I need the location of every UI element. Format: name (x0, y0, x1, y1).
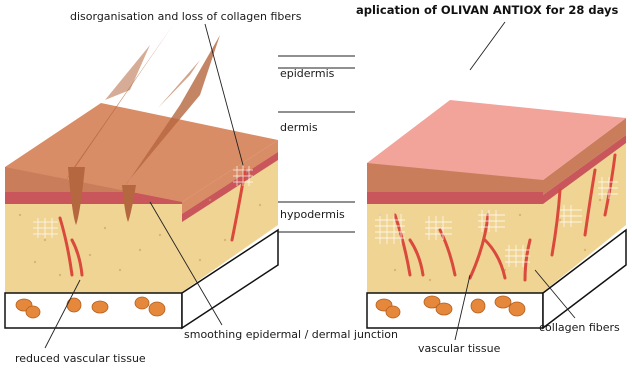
label-epidermis: epidermis (280, 67, 335, 80)
label-collagen-loss: disorganisation and loss of collagen fib… (70, 10, 302, 23)
label-vascular: vascular tissue (418, 342, 501, 355)
treated-hypodermis-front (367, 203, 543, 293)
aged-skin-block (5, 25, 278, 328)
treated-skin-block (367, 100, 626, 328)
label-hypodermis: hypodermis (280, 208, 345, 221)
label-treatment: aplication of OLIVAN ANTIOX for 28 days (356, 3, 619, 17)
label-reduced-vascular: reduced vascular tissue (15, 352, 146, 365)
treated-dermis-front (367, 191, 543, 204)
label-junction: smoothing epidermal / dermal junction (184, 328, 398, 341)
aged-hypodermis-front (5, 203, 182, 293)
label-collagen: collagen fibers (539, 321, 620, 334)
label-dermis: dermis (280, 121, 318, 134)
